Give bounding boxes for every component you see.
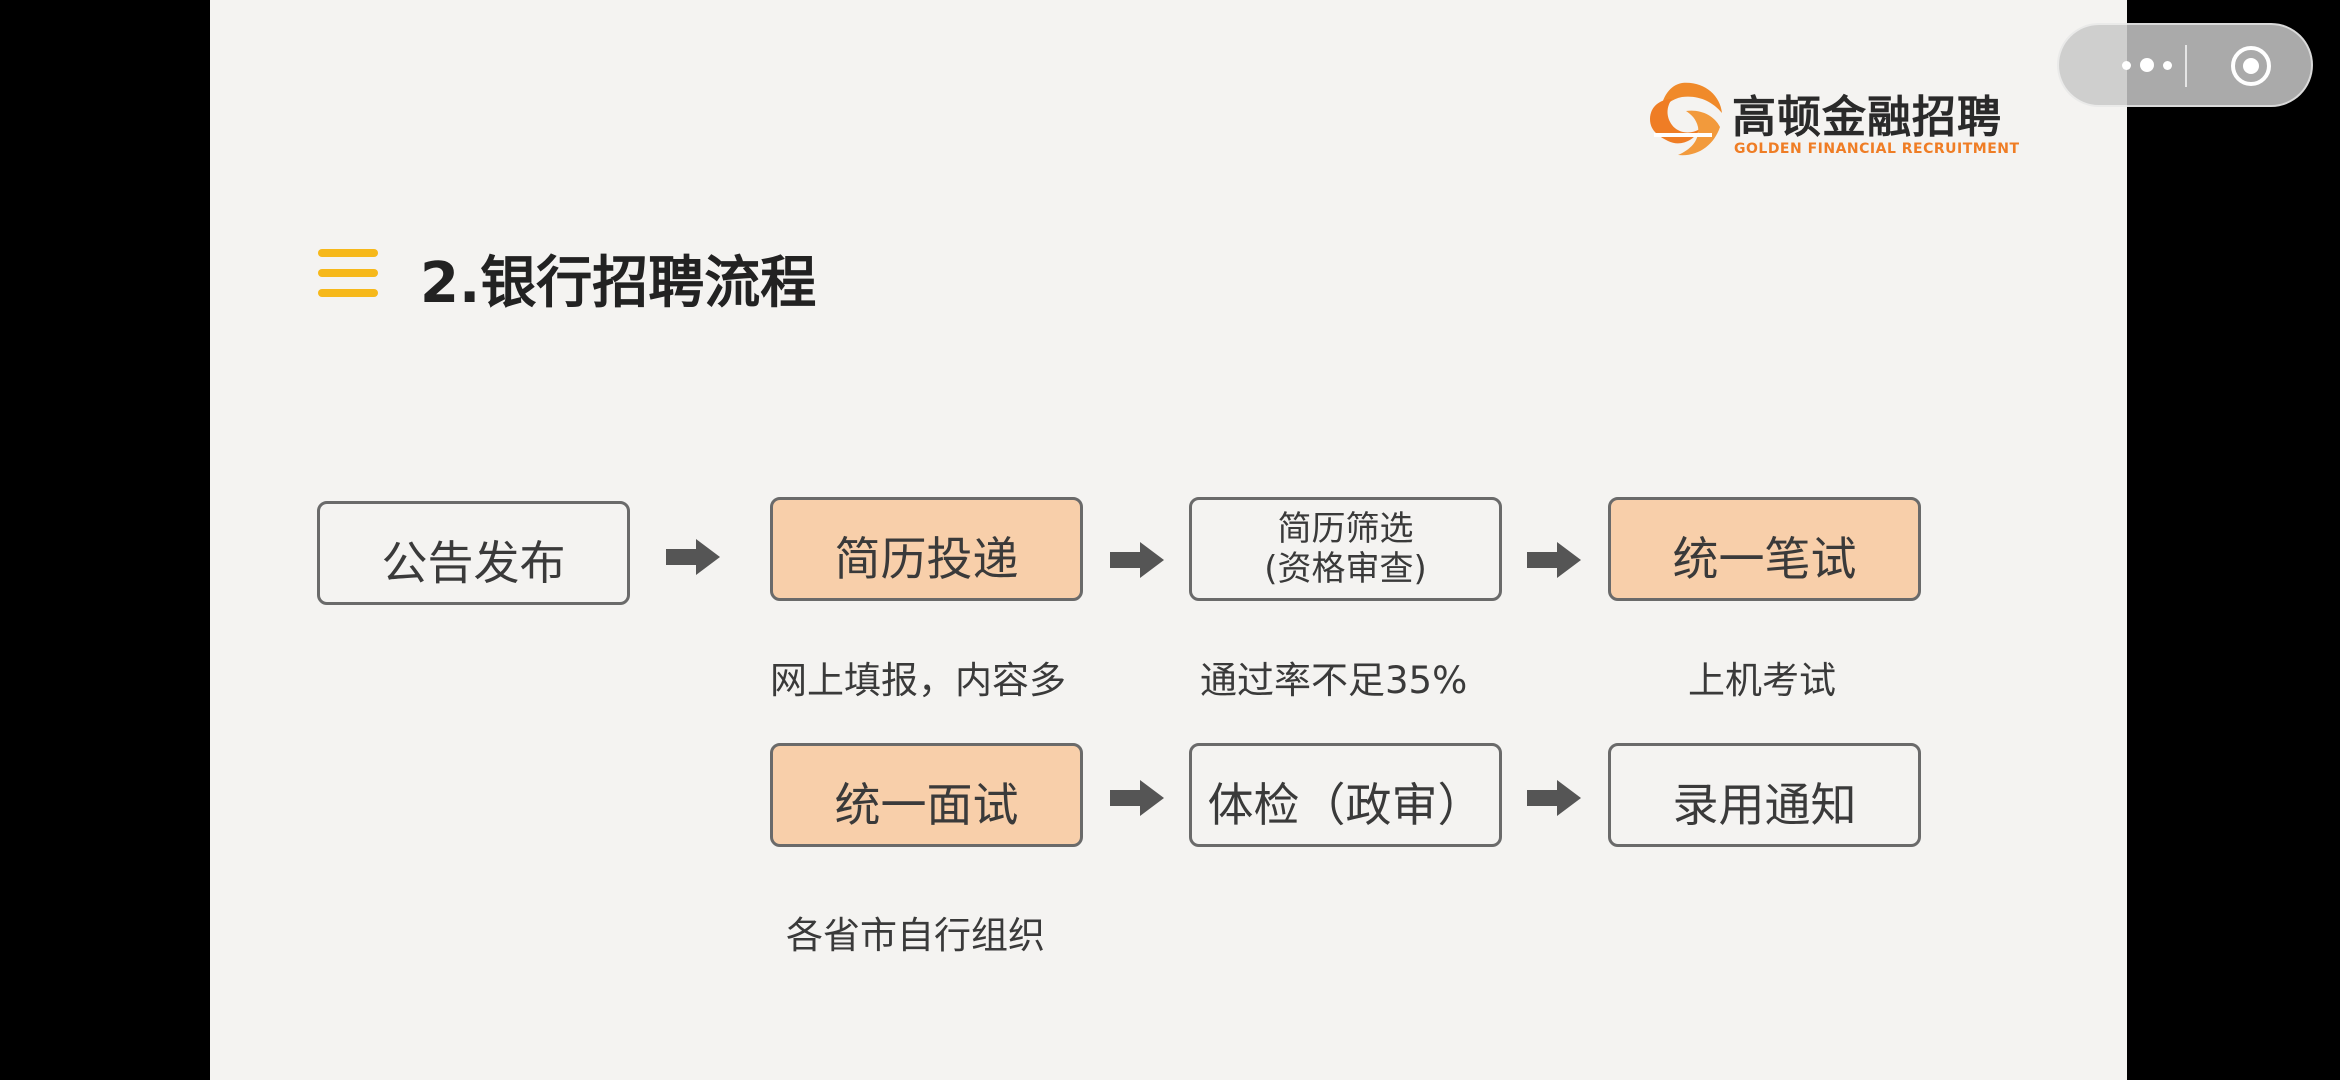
step-note: 通过率不足35% bbox=[1200, 659, 1468, 702]
step-note: 各省市自行组织 bbox=[786, 914, 1045, 957]
arrow-right-icon bbox=[1527, 542, 1581, 578]
step-offer-notice: 录用通知 bbox=[1608, 743, 1921, 847]
step-resume-screening: 简历筛选 (资格审查) bbox=[1189, 497, 1502, 601]
more-dots-icon[interactable] bbox=[2097, 25, 2197, 105]
step-announcement: 公告发布 bbox=[317, 501, 630, 605]
step-written-exam: 统一笔试 bbox=[1608, 497, 1921, 601]
step-resume-submission: 简历投递 bbox=[770, 497, 1083, 601]
step-label: 统一面试 bbox=[834, 778, 1019, 832]
logo-english-name: GOLDEN FINANCIAL RECRUITMENT bbox=[1734, 141, 2020, 157]
capsule-divider bbox=[2185, 45, 2187, 87]
step-label-line2: (资格审查) bbox=[1264, 549, 1427, 589]
step-label: 公告发布 bbox=[381, 536, 566, 590]
menu-icon bbox=[318, 249, 378, 299]
step-note: 上机考试 bbox=[1688, 659, 1836, 702]
golden-logo-mark bbox=[1650, 82, 1722, 156]
arrow-right-icon bbox=[1110, 542, 1164, 578]
logo-chinese-name: 高顿金融招聘 bbox=[1732, 92, 2002, 143]
company-logo: 高顿金融招聘 GOLDEN FINANCIAL RECRUITMENT bbox=[1642, 77, 2022, 163]
page-title: 2.银行招聘流程 bbox=[420, 251, 817, 316]
step-label: 体检（政审） bbox=[1207, 778, 1484, 832]
step-label: 统一笔试 bbox=[1672, 532, 1857, 586]
step-interview: 统一面试 bbox=[770, 743, 1083, 847]
step-label: 录用通知 bbox=[1672, 778, 1857, 832]
arrow-right-icon bbox=[1110, 780, 1164, 816]
target-close-icon[interactable] bbox=[2229, 44, 2273, 88]
arrow-right-icon bbox=[666, 539, 720, 575]
step-note: 网上填报，内容多 bbox=[770, 659, 1066, 702]
step-medical-check: 体检（政审） bbox=[1189, 743, 1502, 847]
mini-program-capsule bbox=[2057, 23, 2313, 107]
step-label-line1: 简历筛选 bbox=[1277, 509, 1414, 549]
arrow-right-icon bbox=[1527, 780, 1581, 816]
step-label: 简历投递 bbox=[834, 532, 1019, 586]
